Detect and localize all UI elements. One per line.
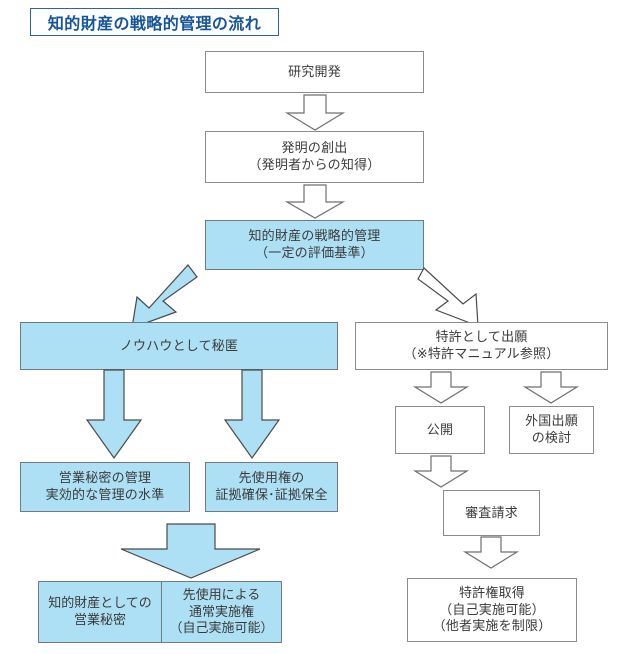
arrow-knowhow-to-trade-secret (83, 369, 145, 460)
node-publication[interactable]: 公開 (395, 406, 485, 454)
node-know-how-secret[interactable]: ノウハウとして秘匿 (20, 322, 338, 370)
node-ordinary-license[interactable]: 先使用による 通常実施権 （自己実施可能） (161, 581, 282, 643)
node-exam-request[interactable]: 審査請求 (443, 490, 540, 536)
node-trade-secret-management[interactable]: 営業秘密の管理 実効的な管理の水準 (20, 462, 190, 512)
bottom-left-box-group: 知的財産としての 営業秘密 先使用による 通常実施権 （自己実施可能） (38, 581, 282, 643)
page-title: 知的財産の戦略的管理の流れ (30, 8, 279, 36)
arrow-patent-to-publication (412, 371, 470, 404)
arrow-exam-to-patent-acquired (462, 536, 520, 569)
node-foreign-filing[interactable]: 外国出願 の検討 (509, 406, 594, 454)
arrow-publication-to-exam-request (412, 455, 470, 488)
arrow-research-to-invention (284, 94, 346, 131)
node-prior-use-right[interactable]: 先使用権の 証拠確保･証拠保全 (205, 462, 338, 512)
node-patent-filing[interactable]: 特許として出願 （※特許マニュアル参照） (355, 322, 608, 370)
node-research[interactable]: 研究開発 (205, 51, 424, 93)
node-invention[interactable]: 発明の創出 （発明者からの知得） (205, 131, 424, 183)
node-patent-acquired[interactable]: 特許権取得 （自己実施可能） （他者実施を制限） (407, 578, 577, 642)
arrow-merge-to-bottom (105, 523, 265, 580)
arrow-knowhow-to-prior-use (221, 369, 283, 460)
arrow-strategic-to-patent (417, 267, 504, 330)
arrow-patent-to-foreign-filing (522, 371, 580, 404)
arrow-invention-to-strategic (284, 184, 346, 219)
node-ip-trade-secret[interactable]: 知的財産としての 営業秘密 (38, 581, 162, 643)
arrow-strategic-to-knowhow (108, 264, 198, 331)
node-strategic-management[interactable]: 知的財産の戦略的管理 （一定の評価基準） (205, 220, 424, 270)
